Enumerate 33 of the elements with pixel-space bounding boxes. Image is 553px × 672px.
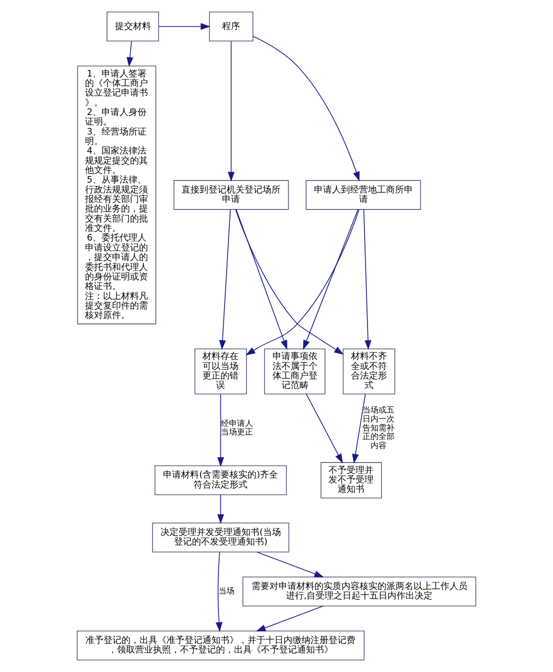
node-box: 不予受理并发不予受理通知书 xyxy=(320,462,382,498)
arrow xyxy=(228,40,235,182)
node-box: 需要对申请材料的实质内容核实的派两名以上工作人员进行,自受理之日起十五日内作出决定 xyxy=(242,576,476,606)
edge-label: 经申请人当场更正 xyxy=(220,418,253,437)
edge-label: 当场或五日内一次告知需补正的全部内容 xyxy=(362,406,395,450)
node-box: 决定受理并发受理通知书(当场登记的不发受理通知书) xyxy=(152,522,290,552)
node-box: 申请人到经营地工商所申请 xyxy=(306,180,421,210)
arrow xyxy=(158,23,210,30)
arrow xyxy=(352,394,366,464)
arrow xyxy=(126,40,134,67)
node-box: 直接到登记机关登记场所申请 xyxy=(174,180,289,210)
node-box: 准予登记的，出具《准予登记通知书》，并于十日内缴纳注册登记费，领取营业执照，不予登记的，出具《不予登记通知书》 xyxy=(76,630,365,660)
arrow xyxy=(256,606,324,632)
arrow xyxy=(363,209,372,350)
arrow xyxy=(217,394,224,467)
edge-label: 当场 xyxy=(218,586,234,596)
node-box: 1、申请人签署的《个体工商户设立登记申请书》。 2、申请人身份证明。 3、经营场所证明。 4、国家法律法规规定提交的其他文件。 5、从事法律、行政法规规定须报经有关部门审批的业务的，提交有关部门的批准文件。 6、委托代理人申请设立登记的，提交申请人的委托书和代理人的身份证明或资格证书。 注：以上材料凡提交复印件的需核对原件。 xyxy=(77,66,156,324)
arrow xyxy=(216,552,222,632)
node-box: 程序 xyxy=(209,12,254,42)
arrow xyxy=(236,209,288,350)
node-box: 申请事项依法不属于个体工商户登记范畴 xyxy=(264,348,326,394)
arrow xyxy=(306,394,343,464)
node-box: 申请材料(含需要核实的)齐全符合法定形式 xyxy=(154,465,287,496)
arrow xyxy=(246,209,360,356)
arrow xyxy=(235,209,344,355)
arrow xyxy=(256,552,324,578)
node-box: 提交材料 xyxy=(106,12,160,42)
arrow xyxy=(219,209,231,350)
arrow xyxy=(303,209,358,350)
arrow xyxy=(252,36,360,182)
node-box: 材料存在可以当场更正的错误 xyxy=(194,348,247,394)
node-box: 材料不齐全或不符合法定形式 xyxy=(342,348,396,394)
arrow xyxy=(217,494,224,524)
